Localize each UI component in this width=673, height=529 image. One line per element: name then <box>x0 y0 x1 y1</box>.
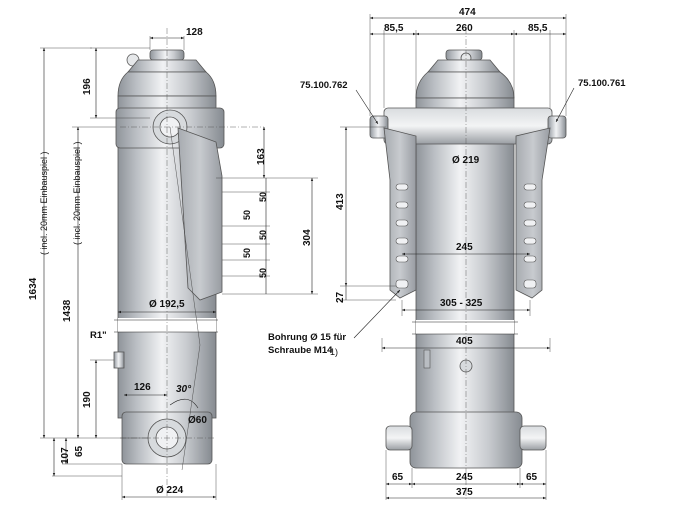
dia-60: Ø60 <box>188 415 207 426</box>
part-number-right: 75.100.761 <box>578 78 626 89</box>
dim-27: 27 <box>335 291 346 303</box>
dia-192-5: Ø 192,5 <box>149 299 185 310</box>
dim-50-e: 50 <box>258 268 268 278</box>
dim-85-5-right: 85,5 <box>528 23 548 34</box>
dia-219: Ø 219 <box>452 155 480 166</box>
dim-50-c: 50 <box>258 230 268 240</box>
dim-196: 196 <box>82 78 93 95</box>
bohrung-line2: Schraube M14 <box>268 345 333 356</box>
dim-190: 190 <box>82 391 93 408</box>
dim-405: 405 <box>456 336 473 347</box>
dim-128: 128 <box>186 27 203 38</box>
right-view: 474 85,5 260 85,5 75.100.762 75.100.761 … <box>268 7 626 500</box>
bohrung-footnote: 1) <box>330 347 338 357</box>
dim-163: 163 <box>256 148 267 165</box>
dim-107: 107 <box>60 447 71 464</box>
dim-1438: 1438 <box>62 299 73 322</box>
dim-50-d: 50 <box>242 248 252 258</box>
dim-245-mid: 245 <box>456 242 473 253</box>
dim-126: 126 <box>134 382 151 393</box>
dim-65-right: 65 <box>526 472 538 483</box>
note-outer: ( incl. 20mm Einbauspiel ) <box>39 151 49 255</box>
dim-65: 65 <box>74 445 85 457</box>
dim-85-5-left: 85,5 <box>384 23 404 34</box>
dim-1634: 1634 <box>28 277 39 300</box>
part-number-left: 75.100.762 <box>300 80 348 91</box>
note-inner: ( incl. 20mm Einbauspiel ) <box>72 141 82 245</box>
label-r1: R1" <box>90 330 107 341</box>
bohrung-line1: Bohrung Ø 15 für <box>268 332 346 343</box>
left-view: 128 196 1634 1438 ( incl. 20mm Einbauspi… <box>28 27 318 500</box>
dim-413: 413 <box>335 193 346 210</box>
dim-474: 474 <box>459 7 476 18</box>
dim-304: 304 <box>302 229 313 246</box>
dim-305-325: 305 - 325 <box>440 298 483 309</box>
dim-260: 260 <box>456 23 473 34</box>
dia-224: Ø 224 <box>156 485 184 496</box>
dim-245-bottom: 245 <box>456 472 473 483</box>
dim-50-a: 50 <box>258 192 268 202</box>
dim-50-b: 50 <box>242 210 252 220</box>
dim-375: 375 <box>456 487 473 498</box>
angle-30: 30° <box>176 384 192 395</box>
dim-65-left: 65 <box>392 472 404 483</box>
